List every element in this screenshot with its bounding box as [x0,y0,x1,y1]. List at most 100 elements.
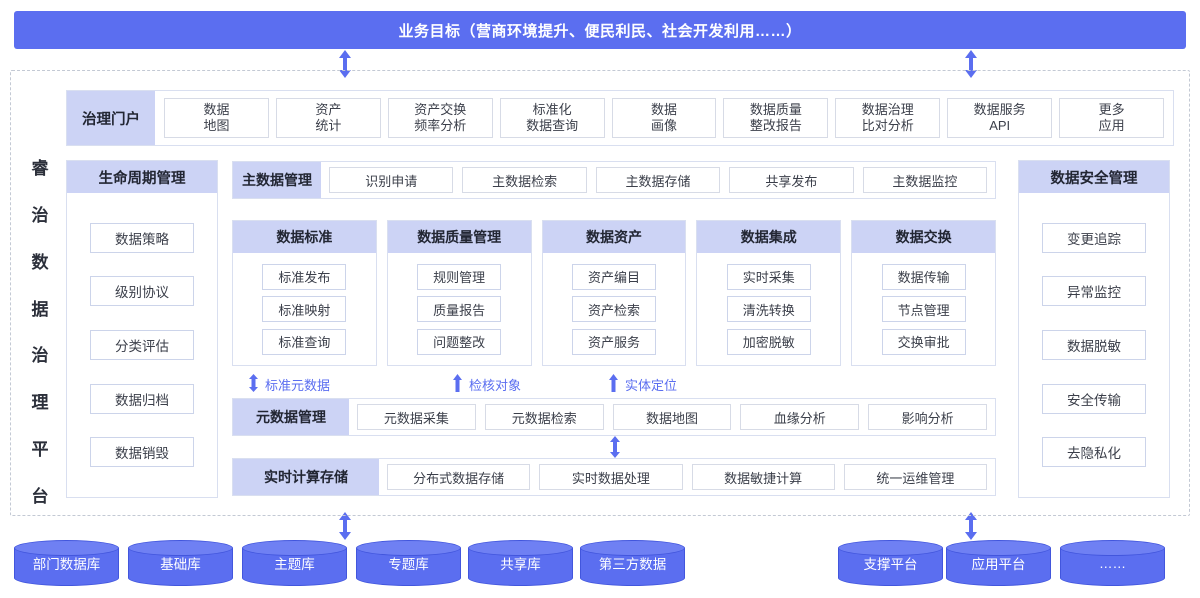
metadata-management-head: 元数据管理 [233,399,349,435]
capability-item-data-transmission[interactable]: 数据传输 [881,263,966,290]
master-item-master-data-search[interactable]: 主数据检索 [462,167,587,193]
metadata-item-lineage-analysis[interactable]: 血缘分析 [740,404,860,430]
platform-title-char: 平 [31,440,49,460]
capability-item-quality-report[interactable]: 质量报告 [417,296,502,322]
compute-item-distributed-storage[interactable]: 分布式数据存储 [387,464,531,490]
realtime-compute-storage-head: 实时计算存储 [233,459,379,495]
master-item-identification-request[interactable]: 识别申请 [329,167,454,193]
portal-app-standardized-data-query[interactable]: 标准化 数据查询 [499,98,605,138]
lifecycle-item-data-strategy[interactable]: 数据策略 [90,222,194,253]
business-goal-banner: 业务目标（营商环境提升、便民利民、社会开发利用……） [14,11,1186,49]
data-source-application-platform[interactable]: 应用平台 [946,540,1051,586]
lifecycle-item-data-destruction[interactable]: 数据销毁 [90,437,194,468]
master-item-share-publish[interactable]: 共享发布 [729,167,854,193]
cylinder-top [242,540,347,556]
governance-portal-head: 治理门户 [67,91,155,145]
portal-app-label-line1: 资产 [315,101,342,117]
master-item-master-data-monitoring[interactable]: 主数据监控 [862,167,988,193]
capability-column-data-exchange: 数据交换 数据传输 节点管理 交换审批 [851,220,996,366]
portal-app-quality-rectification-report[interactable]: 数据质量 整改报告 [723,98,829,138]
realtime-compute-storage-row: 实时计算存储 分布式数据存储 实时数据处理 数据敏捷计算 统一运维管理 [232,458,996,496]
security-item-data-masking[interactable]: 数据脱敏 [1042,329,1146,360]
capability-body-data-standard: 标准发布 标准映射 标准查询 [233,253,376,365]
capability-item-standard-query[interactable]: 标准查询 [262,328,347,355]
capability-item-node-management[interactable]: 节点管理 [881,296,966,322]
business-goal-title: 业务目标（营商环境提升、便民利民、社会开发利用……） [398,22,802,40]
capability-item-standard-mapping[interactable]: 标准映射 [262,296,347,322]
metadata-item-data-map[interactable]: 数据地图 [612,404,732,430]
data-source-third-party-data[interactable]: 第三方数据 [580,540,685,586]
master-data-management-cells: 识别申请 主数据检索 主数据存储 共享发布 主数据监控 [321,162,995,198]
data-source-more[interactable]: …… [1060,540,1165,586]
capability-body-data-asset: 资产编目 资产检索 资产服务 [543,253,686,365]
lifecycle-item-level-agreement[interactable]: 级别协议 [90,276,194,307]
capability-item-rule-management[interactable]: 规则管理 [417,263,502,290]
capability-item-asset-search[interactable]: 资产检索 [571,296,656,322]
metadata-item-metadata-search[interactable]: 元数据检索 [484,404,604,430]
data-source-label: 部门数据库 [32,557,101,572]
portal-app-more-apps[interactable]: 更多 应用 [1059,98,1165,138]
security-item-de-privatization[interactable]: 去隐私化 [1042,437,1146,468]
portal-app-data-service-api[interactable]: 数据服务 API [947,98,1053,138]
data-source-support-platform[interactable]: 支撑平台 [838,540,943,586]
capability-head-data-standard: 数据标准 [233,221,376,253]
capability-column-data-standard: 数据标准 标准发布 标准映射 标准查询 [232,220,377,366]
cylinder-top [356,540,461,556]
security-item-change-tracking[interactable]: 变更追踪 [1042,222,1146,253]
platform-title-char: 理 [31,393,49,413]
lifecycle-item-data-archiving[interactable]: 数据归档 [90,383,194,414]
capability-item-encryption-masking[interactable]: 加密脱敏 [726,328,811,355]
platform-title: 睿 治 数 据 治 理 平 台 [22,160,58,505]
governance-portal-row: 治理门户 数据 地图 资产 统计 资产交换 频率分析 标准化 数据查询 数据 画… [66,90,1174,146]
capability-item-issue-rectification[interactable]: 问题整改 [417,328,502,355]
capability-head-data-quality: 数据质量管理 [387,221,531,253]
security-item-anomaly-monitoring[interactable]: 异常监控 [1042,276,1146,307]
portal-app-governance-comparison-analysis[interactable]: 数据治理 比对分析 [835,98,941,138]
capability-column-data-integration: 数据集成 实时采集 清洗转换 加密脱敏 [696,220,842,366]
master-item-master-data-storage[interactable]: 主数据存储 [595,167,721,193]
flow-label-inspection-object: 检核对象 [452,373,522,393]
lifecycle-item-classification-assessment[interactable]: 分类评估 [90,329,194,360]
capability-item-exchange-approval[interactable]: 交换审批 [881,328,966,355]
portal-app-label-line1: 数据 [203,101,230,117]
data-source-thematic-database[interactable]: 专题库 [356,540,461,586]
data-source-shared-database[interactable]: 共享库 [468,540,573,586]
metadata-item-metadata-collection[interactable]: 元数据采集 [357,404,476,430]
portal-app-label-line1: 更多 [1098,101,1125,117]
metadata-item-impact-analysis[interactable]: 影响分析 [868,404,987,430]
compute-item-unified-ops-management[interactable]: 统一运维管理 [843,464,987,490]
double-arrow-icon [248,373,259,395]
portal-app-label-line2: 统计 [315,118,342,133]
platform-title-char: 治 [31,346,49,366]
capability-item-asset-catalog[interactable]: 资产编目 [571,263,656,290]
portal-app-data-profile[interactable]: 数据 画像 [611,98,717,138]
compute-item-agile-computing[interactable]: 数据敏捷计算 [691,464,835,490]
compute-item-realtime-processing[interactable]: 实时数据处理 [539,464,683,490]
portal-app-exchange-frequency-analysis[interactable]: 资产交换 频率分析 [387,98,493,138]
governance-portal-cells: 数据 地图 资产 统计 资产交换 频率分析 标准化 数据查询 数据 画像 数据质… [155,91,1173,145]
flow-label-text: 检核对象 [469,377,522,393]
portal-app-label-line2: 应用 [1098,118,1125,133]
portal-app-label-line1: 数据质量 [749,101,802,117]
data-source-department-database[interactable]: 部门数据库 [14,540,119,586]
portal-app-asset-statistics[interactable]: 资产 统计 [275,98,381,138]
flow-label-standard-metadata: 标准元数据 [248,373,330,395]
data-source-label: 第三方数据 [598,557,667,572]
data-source-subject-database[interactable]: 主题库 [242,540,347,586]
cylinder-top [946,540,1051,556]
metadata-management-cells: 元数据采集 元数据检索 数据地图 血缘分析 影响分析 [349,399,995,435]
goal-to-platform-arrow-left [337,50,353,78]
portal-app-data-map[interactable]: 数据 地图 [164,98,269,138]
data-source-basic-database[interactable]: 基础库 [128,540,233,586]
data-source-label: 支撑平台 [863,557,918,572]
capability-item-realtime-collection[interactable]: 实时采集 [726,263,811,290]
capability-body-data-quality: 规则管理 质量报告 问题整改 [388,253,531,365]
cylinder-top [838,540,943,556]
capability-item-cleansing-transformation[interactable]: 清洗转换 [726,296,811,322]
data-source-label: 应用平台 [971,557,1026,572]
cylinder-top [1060,540,1165,556]
capability-item-asset-service[interactable]: 资产服务 [571,328,656,355]
capability-item-standard-publish[interactable]: 标准发布 [262,263,347,290]
data-security-management-head: 数据安全管理 [1019,161,1169,193]
security-item-secure-transmission[interactable]: 安全传输 [1042,383,1146,414]
